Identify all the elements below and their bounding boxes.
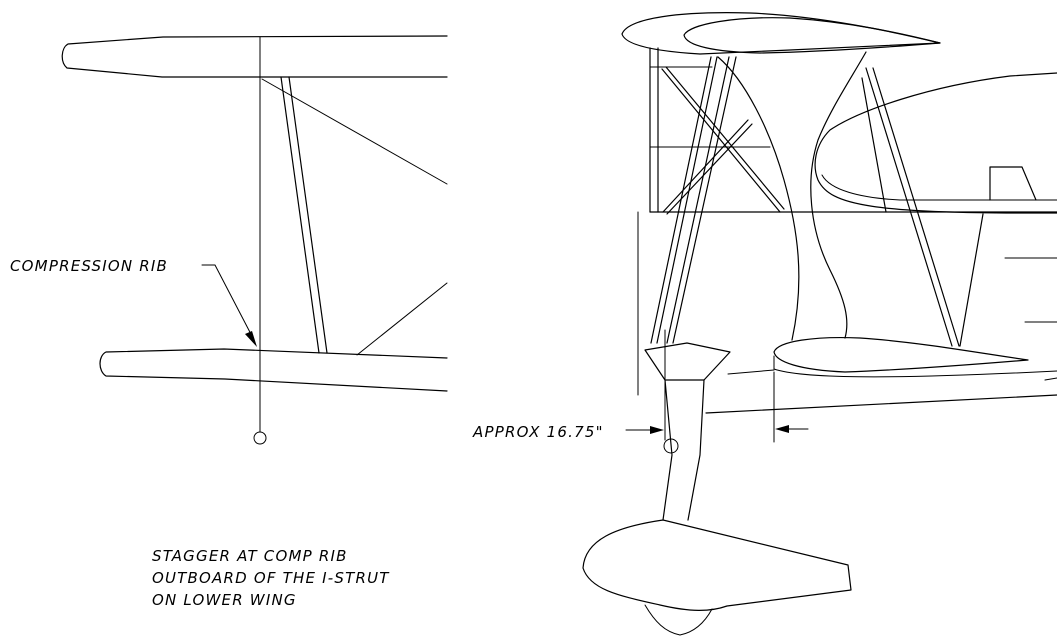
front-strut-b xyxy=(656,56,718,344)
gear-leg xyxy=(662,379,705,521)
front-strut-d xyxy=(672,56,737,344)
compression-rib-label: COMPRESSION RIB xyxy=(10,257,168,275)
front-view xyxy=(61,35,448,445)
compression-rib-marker xyxy=(253,431,267,445)
rear-strut-d xyxy=(959,213,984,347)
cross-wire-2 xyxy=(665,66,785,210)
lower-wing-underside xyxy=(773,355,1057,378)
fuselage-bottom xyxy=(705,394,1057,414)
rear-strut-a xyxy=(865,67,953,347)
note-line-2: OUTBOARD OF THE I-STRUT xyxy=(152,569,390,587)
windshield xyxy=(989,166,1037,201)
cabane-hourglass xyxy=(717,51,867,341)
lower-wing-airfoil xyxy=(773,337,1029,373)
lower-wing-outline xyxy=(99,348,448,392)
fuselage-turtledeck xyxy=(814,72,1057,214)
dimension-arrowhead-left xyxy=(650,426,664,434)
wheel-pant xyxy=(582,519,852,611)
upper-wing-airfoil-rear xyxy=(683,17,941,54)
upper-wing-outline xyxy=(61,35,448,78)
reference-marker xyxy=(663,438,679,454)
fuselage-turtledeck-inner xyxy=(821,174,1057,201)
i-strut-line-b xyxy=(288,76,328,354)
dimension-arrowhead-right xyxy=(775,425,789,433)
note-line-1: STAGGER AT COMP RIB xyxy=(152,547,348,565)
fuselage-right-line-3 xyxy=(1044,377,1057,381)
front-strut-a xyxy=(650,56,712,344)
rear-strut-b xyxy=(872,67,960,347)
cross-wire-1 xyxy=(661,68,781,213)
compression-rib-arrowhead xyxy=(245,331,257,347)
stagger-note: STAGGER AT COMP RIB OUTBOARD OF THE I-ST… xyxy=(152,547,390,609)
note-line-3: ON LOWER WING xyxy=(152,591,297,609)
landing-wire xyxy=(356,282,448,356)
front-strut-c xyxy=(666,56,730,344)
wheel-pant-lower xyxy=(644,604,713,636)
fuselage-lower-edge xyxy=(727,369,775,375)
cross-wire-4 xyxy=(666,123,753,215)
compression-rib-leader xyxy=(201,264,255,341)
side-view xyxy=(582,12,1057,636)
upper-wing-airfoil-front xyxy=(621,12,941,55)
i-strut-line-a xyxy=(280,76,320,354)
rear-strut-c xyxy=(861,77,887,213)
flying-wire xyxy=(261,78,448,185)
approx-dimension-label: APPROX 16.75" xyxy=(472,423,604,441)
gear-fairing-top xyxy=(644,342,731,381)
